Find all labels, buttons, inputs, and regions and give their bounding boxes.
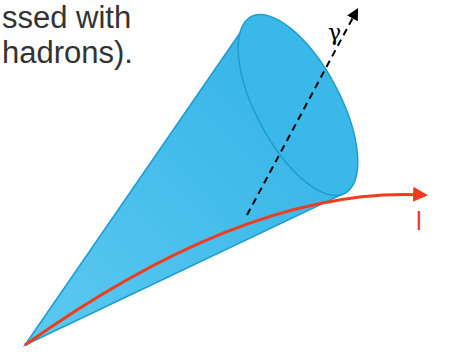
slide-text: hadrons). (2, 37, 133, 68)
cone-mouth (214, 0, 382, 213)
lepton-label: l (416, 208, 422, 234)
lepton-track (25, 194, 425, 345)
photon-arrow (247, 10, 357, 215)
photon-label: γ (328, 22, 341, 44)
slide-text: ssed with (2, 2, 131, 33)
